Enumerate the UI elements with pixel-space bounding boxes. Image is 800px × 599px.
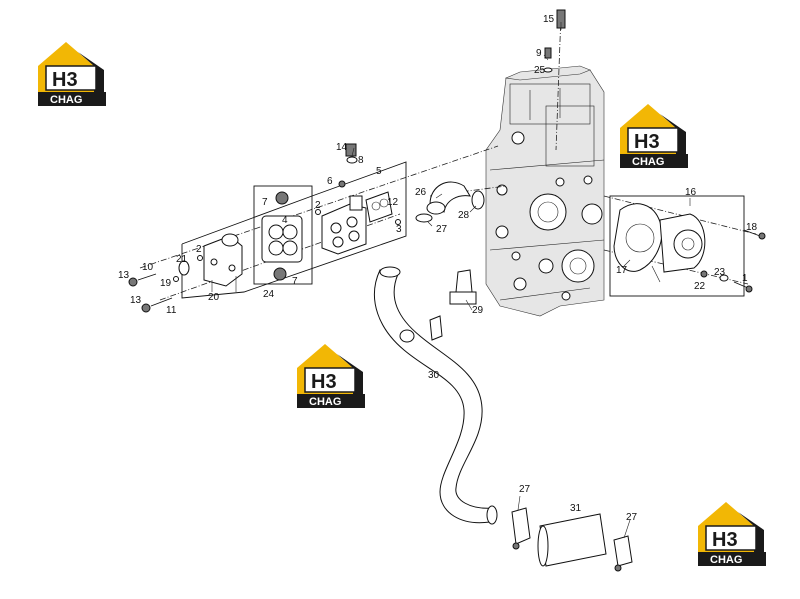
logo-brand: CHAG: [50, 94, 82, 106]
clamp-27-lower-left: [511, 507, 531, 550]
callout-21: 21: [176, 254, 188, 265]
callout-27-lower-left: 27: [519, 484, 531, 495]
logo-mark: H3: [634, 131, 660, 153]
callout-7-lower: 7: [292, 276, 298, 287]
group-box-24: [253, 185, 313, 285]
bracket-29: [449, 269, 477, 305]
hose-31: [537, 513, 607, 567]
bolt-18: [743, 229, 766, 240]
washer-8: [346, 156, 358, 164]
callout-23: 23: [714, 267, 726, 278]
gasket-12: [365, 191, 393, 223]
callout-5: 5: [376, 166, 382, 177]
logo-brand: CHAG: [309, 396, 341, 408]
logo-mark: H3: [52, 69, 78, 91]
callout-7-upper: 7: [262, 197, 268, 208]
callout-2-lower: 2: [196, 244, 202, 255]
clamp-27-upper: [415, 213, 433, 223]
bolts-left: [128, 209, 401, 313]
callout-31: 31: [570, 503, 582, 514]
callout-27-upper: 27: [436, 224, 448, 235]
leader-lines: [351, 22, 691, 539]
clamp-27-lower-right: [613, 535, 633, 572]
callout-27-lower-right: 27: [626, 512, 638, 523]
callout-2-upper: 2: [315, 200, 321, 211]
callout-11: 11: [166, 305, 177, 316]
plug-6: [338, 180, 346, 188]
logo-top-left: H3 CHAG: [37, 41, 107, 107]
sensor-14: [345, 143, 357, 157]
callout-18: 18: [746, 222, 758, 233]
logo-center: H3 CHAG: [296, 343, 366, 409]
water-pump-16: [613, 203, 706, 283]
callout-9: 9: [536, 48, 542, 59]
washer-22-23: [700, 270, 729, 282]
callout-24: 24: [263, 289, 275, 300]
plug-9: [544, 47, 552, 59]
logo-upper-right: H3 CHAG: [619, 103, 689, 169]
callout-22: 22: [694, 281, 706, 292]
thermostat-assembly-24: [261, 191, 303, 281]
logo-brand: CHAG: [632, 156, 664, 168]
callout-29: 29: [472, 305, 484, 316]
callout-17: 17: [616, 265, 628, 276]
group-box-16: [609, 195, 745, 297]
callout-30: 30: [428, 370, 440, 381]
callout-20: 20: [208, 292, 220, 303]
callout-4: 4: [282, 215, 288, 226]
clamp-28: [471, 190, 485, 210]
callout-13-upper: 13: [118, 270, 130, 281]
callout-15: 15: [543, 14, 555, 25]
callout-numbers: 15 9 25 14 8 5 6 7 2 12 4 3 26 28 27 2 2…: [118, 14, 758, 523]
logo-mark: H3: [712, 529, 738, 551]
logo-bottom-right: H3 CHAG: [697, 501, 767, 567]
thermostat-housing-20: [203, 233, 243, 292]
callout-16: 16: [685, 187, 697, 198]
gasket-21: [178, 260, 190, 276]
engine-block: [485, 65, 605, 317]
washer-25: [543, 67, 553, 73]
callout-19: 19: [160, 278, 172, 289]
callout-13-lower: 13: [130, 295, 142, 306]
callout-8: 8: [358, 155, 364, 166]
logo-mark: H3: [311, 371, 337, 393]
coolant-pipe-30: [373, 266, 498, 525]
callout-28: 28: [458, 210, 470, 221]
callout-10: 10: [142, 262, 154, 273]
callout-14: 14: [336, 142, 348, 153]
callout-25: 25: [534, 65, 546, 76]
callout-3: 3: [396, 224, 402, 235]
callout-26: 26: [415, 187, 427, 198]
elbow-hose-26: [426, 181, 471, 215]
callout-12: 12: [387, 197, 399, 208]
housing-block-4: [321, 195, 367, 255]
callout-6: 6: [327, 176, 333, 187]
logo-brand: CHAG: [710, 554, 742, 566]
bolt-1: [733, 281, 753, 293]
callout-1: 1: [742, 273, 748, 284]
